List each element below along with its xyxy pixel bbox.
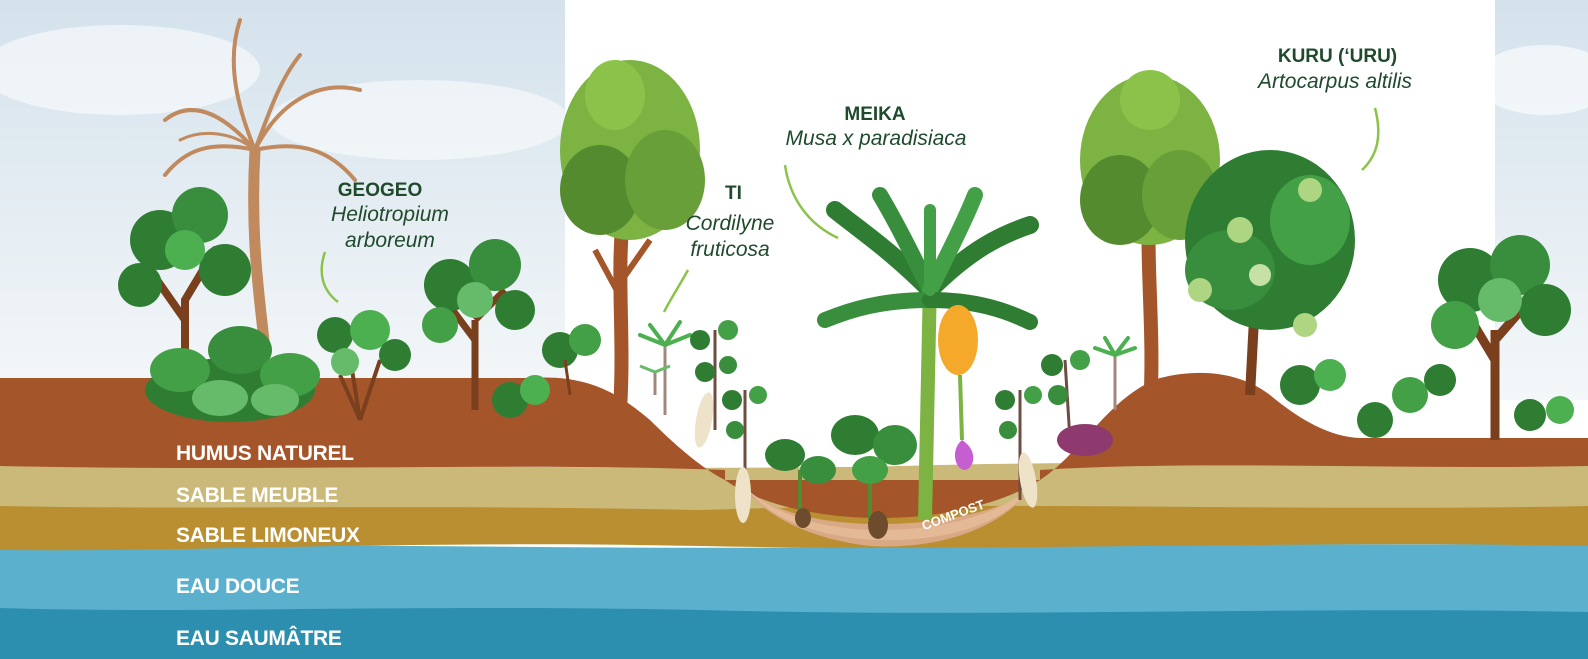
layer-label-eau-douce: EAU DOUCE — [176, 576, 299, 597]
meika-common-name: MEIKA — [815, 105, 935, 124]
meika-scientific-name: Musa x paradisiaca — [760, 128, 992, 149]
geogeo-common-name: GEOGEO — [320, 181, 440, 200]
layer-label-eau-saumatre: EAU SAUMÂTRE — [176, 628, 342, 649]
ti-common-name: TI — [725, 184, 742, 203]
layer-label-humus: HUMUS NATUREL — [176, 443, 354, 464]
kuru-scientific-name: Artocarpus altilis — [1230, 71, 1440, 92]
kuru-common-name: KURU (‘URU) — [1260, 47, 1415, 66]
ti-scientific-name-line1: Cordilyne — [660, 213, 800, 234]
layer-label-sable-meuble: SABLE MEUBLE — [176, 485, 338, 506]
geogeo-scientific-name-line2: arboreum — [300, 230, 480, 251]
ti-scientific-name-line2: fruticosa — [660, 239, 800, 260]
layer-label-sable-limoneux: SABLE LIMONEUX — [176, 525, 360, 546]
geogeo-scientific-name-line1: Heliotropium — [300, 204, 480, 225]
